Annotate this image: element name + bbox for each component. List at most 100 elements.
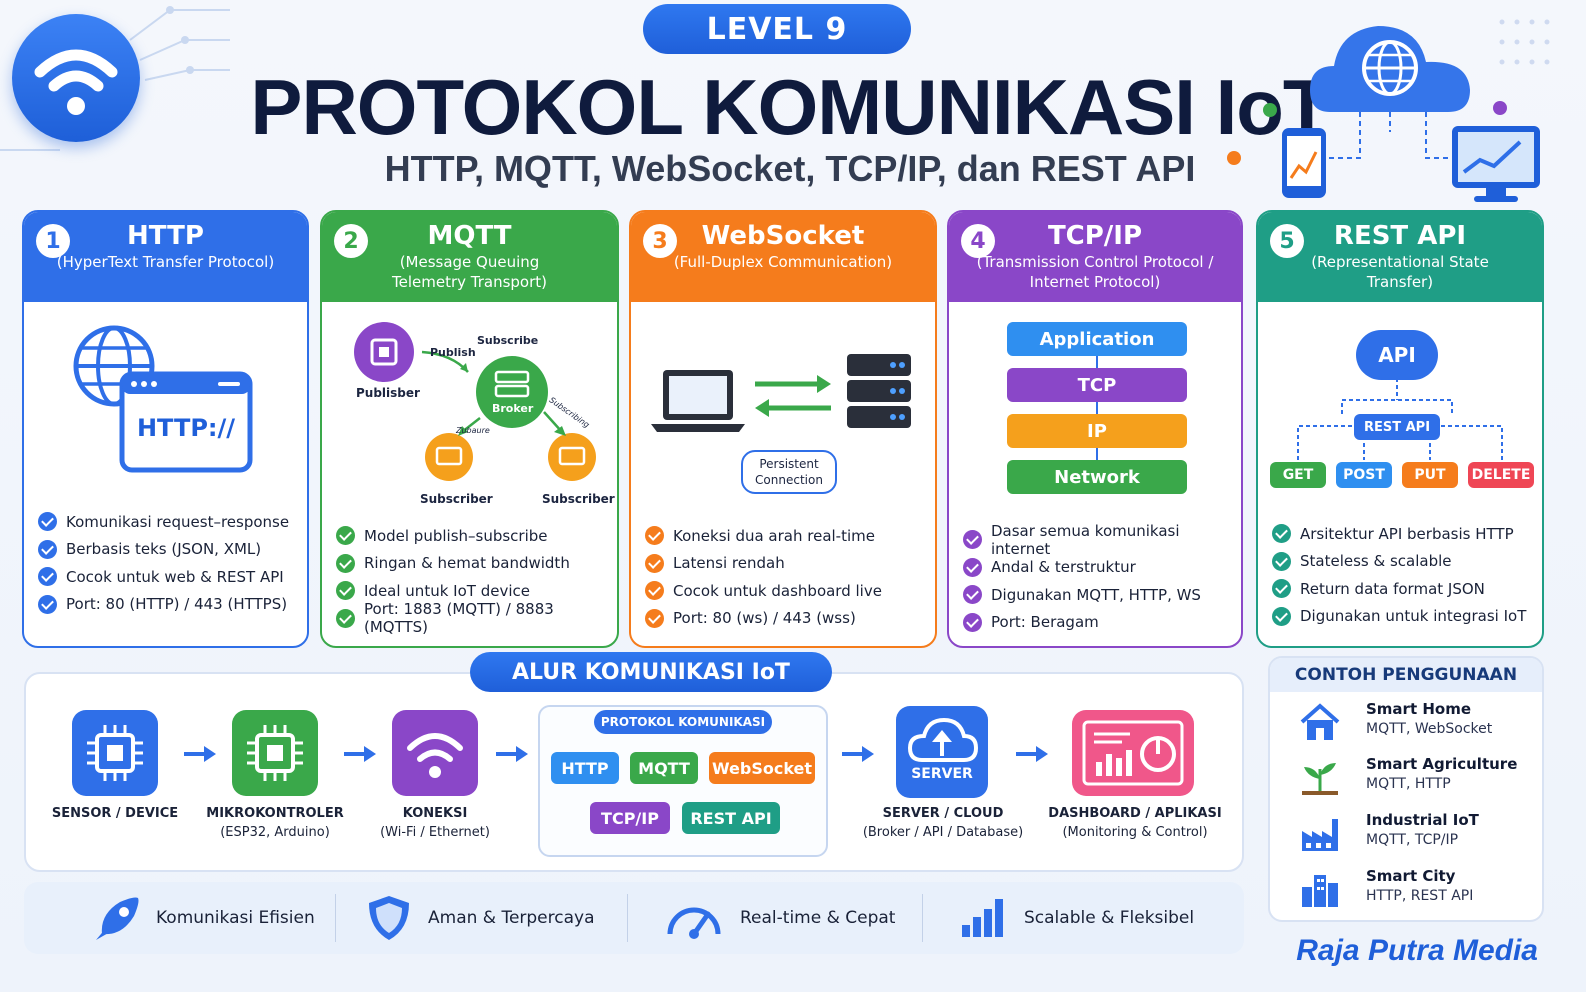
benefit-secure: Aman & Terpercaya (366, 882, 595, 954)
arrow-right-icon (1016, 746, 1048, 762)
check-icon (963, 585, 982, 605)
arrow-right-icon (496, 746, 528, 762)
feature-item: Digunakan untuk integrasi IoT (1272, 603, 1534, 631)
brand-name: Raja Putra Media (1296, 934, 1538, 967)
strip-divider (627, 894, 628, 942)
method-delete: DELETE (1468, 462, 1534, 488)
page-title: PROTOKOL KOMUNIKASI IoT (250, 63, 1330, 151)
chip-icon (247, 725, 303, 781)
card-number: 1 (36, 224, 70, 258)
feature-item: Return data format JSON (1272, 575, 1534, 603)
benefit-scalable: Scalable & Fleksibel (960, 882, 1194, 954)
persistent-connection-box: Persistent Connection (741, 450, 837, 494)
check-icon (963, 612, 982, 632)
server-icon-text: SERVER (911, 766, 973, 782)
wifi-badge (12, 14, 140, 142)
check-icon (38, 594, 57, 614)
tcpip-layer-line (1096, 342, 1098, 482)
feature-item: Cocok untuk dashboard live (645, 577, 927, 605)
page-subtitle: HTTP, MQTT, WebSocket, TCP/IP, dan REST … (384, 148, 1196, 189)
feature-item: Port: 1883 (MQTT) / 8883 (MQTTS) (336, 600, 609, 636)
websocket-graphic (651, 354, 911, 432)
factory-icon (1302, 819, 1338, 851)
check-icon (1272, 551, 1291, 571)
usage-item-smart-home: Smart Home MQTT, WebSocket (1298, 700, 1538, 750)
benefit-realtime: Real-time & Cepat (664, 882, 895, 954)
feature-item: Digunakan MQTT, HTTP, WS (963, 581, 1233, 609)
circuit-decoration (0, 6, 230, 151)
card-title: TCP/IP (1047, 221, 1143, 251)
flow-title: ALUR KOMUNIKASI IoT (470, 652, 832, 692)
protocol-websocket: WebSocket (709, 752, 815, 784)
mqtt-small-label-1: Zubaure (456, 426, 490, 435)
city-icon (1302, 875, 1338, 907)
http-graphic-label: HTTP:// (136, 414, 236, 442)
layer-ip: IP (1007, 414, 1187, 448)
protocol-tcpip: TCP/IP (590, 802, 670, 834)
card-rest-api: 5 REST API (Representational State Trans… (1256, 210, 1544, 648)
feature-item: Model publish–subscribe (336, 522, 609, 550)
server-node-label: SERVER / CLOUD(Broker / API / Database) (862, 806, 1024, 840)
chip-icon (87, 725, 143, 781)
feature-item: Stateless & scalable (1272, 548, 1534, 576)
check-icon (963, 557, 982, 577)
benefits-strip (24, 882, 1244, 954)
card-http: 1 HTTP (HyperText Transfer Protocol) HTT… (22, 210, 309, 648)
card-websocket: 3 WebSocket (Full-Duplex Communication) (629, 210, 937, 648)
card-number: 4 (961, 224, 995, 258)
speedometer-icon (667, 907, 721, 939)
arrow-right-icon (184, 746, 216, 762)
card-number: 3 (643, 224, 677, 258)
sensor-node-icon (72, 710, 158, 796)
check-icon (336, 553, 355, 573)
protocol-http: HTTP (551, 752, 619, 784)
subscriber-label-1: Subscriber (420, 492, 493, 506)
feature-item: Andal & terstruktur (963, 554, 1233, 582)
usage-item-smart-city: Smart City HTTP, REST API (1298, 867, 1538, 917)
http-browser-graphic (73, 325, 253, 473)
strip-divider (922, 894, 923, 942)
method-put: PUT (1402, 462, 1458, 488)
shield-icon (369, 896, 409, 940)
usage-item-industrial-iot: Industrial IoT MQTT, TCP/IP (1298, 811, 1538, 861)
card-mqtt: 2 MQTT (Message Queuing Telemetry Transp… (320, 210, 619, 648)
dashboard-node-label: DASHBOARD / APLIKASI(Monitoring & Contro… (1048, 806, 1222, 840)
feature-item: Arsitektur API berbasis HTTP (1272, 520, 1534, 548)
plant-icon (1302, 763, 1338, 795)
api-cloud: API (1356, 330, 1438, 380)
microcontroller-node-icon (232, 710, 318, 796)
house-icon (1300, 703, 1340, 740)
connection-node-icon (392, 710, 478, 796)
check-icon (336, 526, 355, 546)
sensor-node-label: SENSOR / DEVICE (51, 806, 179, 821)
card-description: (HyperText Transfer Protocol) (56, 253, 275, 271)
feature-item: Dasar semua komunikasi internet (963, 522, 1233, 558)
check-icon (336, 608, 355, 628)
benefit-efficient: Komunikasi Efisien (90, 882, 315, 954)
check-icon (1272, 579, 1291, 599)
card-number: 2 (334, 224, 368, 258)
card-description: (Representational State Transfer) (1311, 253, 1489, 291)
connection-node-label: KONEKSI(Wi-Fi / Ethernet) (380, 806, 490, 840)
subscribe-label: Subscribe (477, 334, 539, 347)
card-title: HTTP (127, 221, 204, 251)
feature-item: Latensi rendah (645, 550, 927, 578)
subscriber-label-2: Subscriber (542, 492, 615, 506)
feature-item: Cocok untuk web & REST API (38, 563, 299, 591)
arrow-right-icon (842, 746, 874, 762)
card-description: (Full-Duplex Communication) (673, 253, 893, 271)
protocol-mqtt: MQTT (630, 752, 698, 784)
mqtt-diagram (354, 322, 596, 481)
arrow-right-icon (344, 746, 376, 762)
feature-item: Komunikasi request–response (38, 508, 299, 536)
server-node-icon: SERVER (896, 706, 988, 798)
strip-divider (335, 894, 336, 942)
method-get: GET (1270, 462, 1326, 488)
card-title: WebSocket (701, 221, 865, 251)
dashboard-node-icon (1072, 710, 1194, 796)
check-icon (645, 581, 664, 601)
feature-item: Berbasis teks (JSON, XML) (38, 536, 299, 564)
usage-title: CONTOH PENGGUNAAN (1270, 658, 1542, 692)
card-title: REST API (1333, 221, 1467, 251)
feature-item: Ideal untuk IoT device (336, 577, 609, 605)
